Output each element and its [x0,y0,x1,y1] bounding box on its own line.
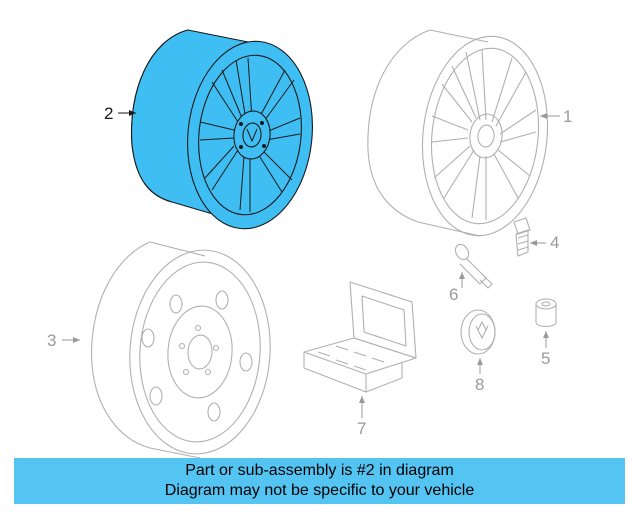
part-7-lock-bolt-kit[interactable] [303,281,417,393]
callout-5-label: 5 [541,349,551,368]
part-1-alloy-wheel[interactable] [367,29,557,242]
info-banner: Part or sub-assembly is #2 in diagram Di… [14,458,625,504]
callout-8-label: 8 [475,375,485,394]
callout-4-label: 4 [550,233,560,252]
callout-3-label: 3 [47,331,57,350]
callout-6-label: 6 [449,285,459,304]
part-3-steel-wheel[interactable] [91,241,277,459]
callout-7-label: 7 [357,419,367,438]
callout-1-label: 1 [563,107,573,126]
banner-line-1: Part or sub-assembly is #2 in diagram [185,462,454,479]
part-6-valve-stem[interactable] [453,242,493,289]
part-4-lug-bolt[interactable] [513,217,531,257]
part-5-lock-nut[interactable] [535,298,557,328]
callout-leaders [62,110,560,418]
callout-2-label: 2 [104,104,114,123]
banner-line-2: Diagram may not be specific to your vehi… [164,482,475,499]
part-8-center-cap[interactable] [460,309,496,355]
part-2-highlighted-wheel[interactable] [130,29,322,235]
